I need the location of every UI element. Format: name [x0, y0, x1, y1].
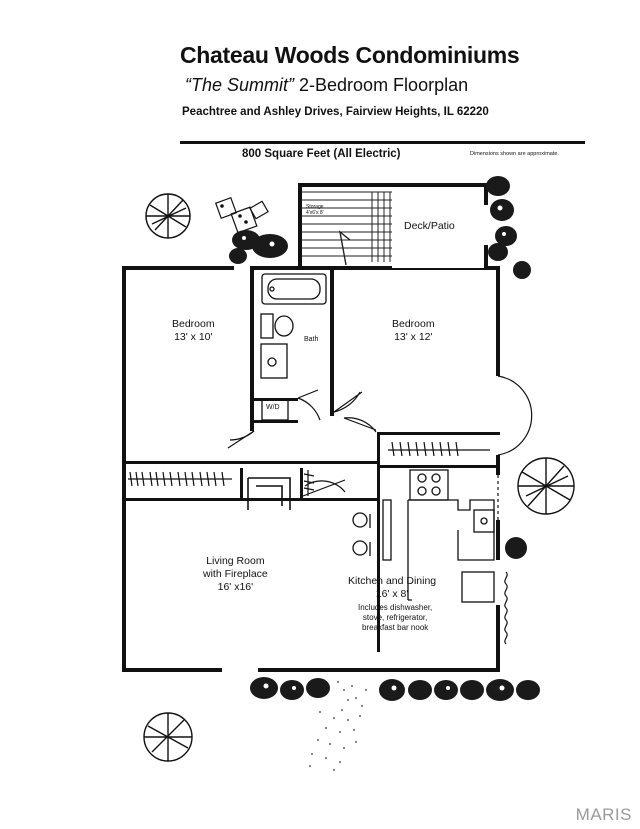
kitchen-name: Kitchen and Dining	[348, 575, 437, 587]
includes-line-3: breakfast bar nook	[362, 623, 429, 632]
bedroom-1-name: Bedroom	[172, 318, 215, 330]
bath-fixtures	[260, 273, 327, 421]
square-feet: 800 Square Feet (All Electric)	[242, 148, 401, 160]
closet-rods	[128, 441, 490, 496]
walkway	[309, 681, 367, 771]
deck-label: Deck/Patio	[404, 220, 455, 232]
shrubs	[229, 176, 540, 701]
model-name: “The Summit”	[185, 75, 295, 95]
subtitle-rest: 2-Bedroom Floorplan	[294, 75, 469, 95]
bedroom-2-dims: 13' x 12'	[394, 331, 433, 344]
bath-label: Bath	[304, 336, 319, 343]
patio-furniture	[214, 196, 269, 234]
dimensions-note: Dimensions shown are approximate.	[470, 151, 559, 157]
fireplace	[247, 477, 291, 510]
includes-line-1: Includes dishwasher,	[358, 603, 433, 612]
hedge	[504, 571, 508, 645]
interior-walls	[122, 266, 500, 652]
header-divider	[180, 141, 585, 144]
watermark: MARIS	[575, 805, 632, 824]
bedroom-1-dims: 13' x 10'	[174, 331, 213, 344]
living-room-dims: 16' x16'	[217, 581, 254, 594]
storage-name: Storage	[306, 204, 324, 210]
shrub-highlights	[242, 205, 506, 691]
includes-line-2: stove, refrigerator,	[362, 613, 428, 622]
address: Peachtree and Ashley Drives, Fairview He…	[182, 106, 489, 118]
living-room-sub: with Fireplace	[203, 568, 268, 581]
kitchen-dims: 16' x 8'	[375, 588, 409, 601]
door-swings	[227, 375, 533, 520]
washer-dryer-label: W/D	[266, 404, 280, 411]
kitchen-includes: Includes dishwasher,stove, refrigerator,…	[358, 603, 432, 633]
deck-slats	[302, 188, 484, 268]
tree-large	[143, 193, 575, 762]
living-room-name: Living Room	[206, 555, 265, 567]
bedroom-2-name: Bedroom	[392, 318, 435, 330]
plan-subtitle: “The Summit” 2-Bedroom Floorplan	[185, 75, 468, 96]
kitchen-fixtures	[352, 469, 495, 603]
storage-dims: 4'x6'x 8'	[306, 210, 324, 216]
plan-title: Chateau Woods Condominiums	[180, 42, 520, 68]
